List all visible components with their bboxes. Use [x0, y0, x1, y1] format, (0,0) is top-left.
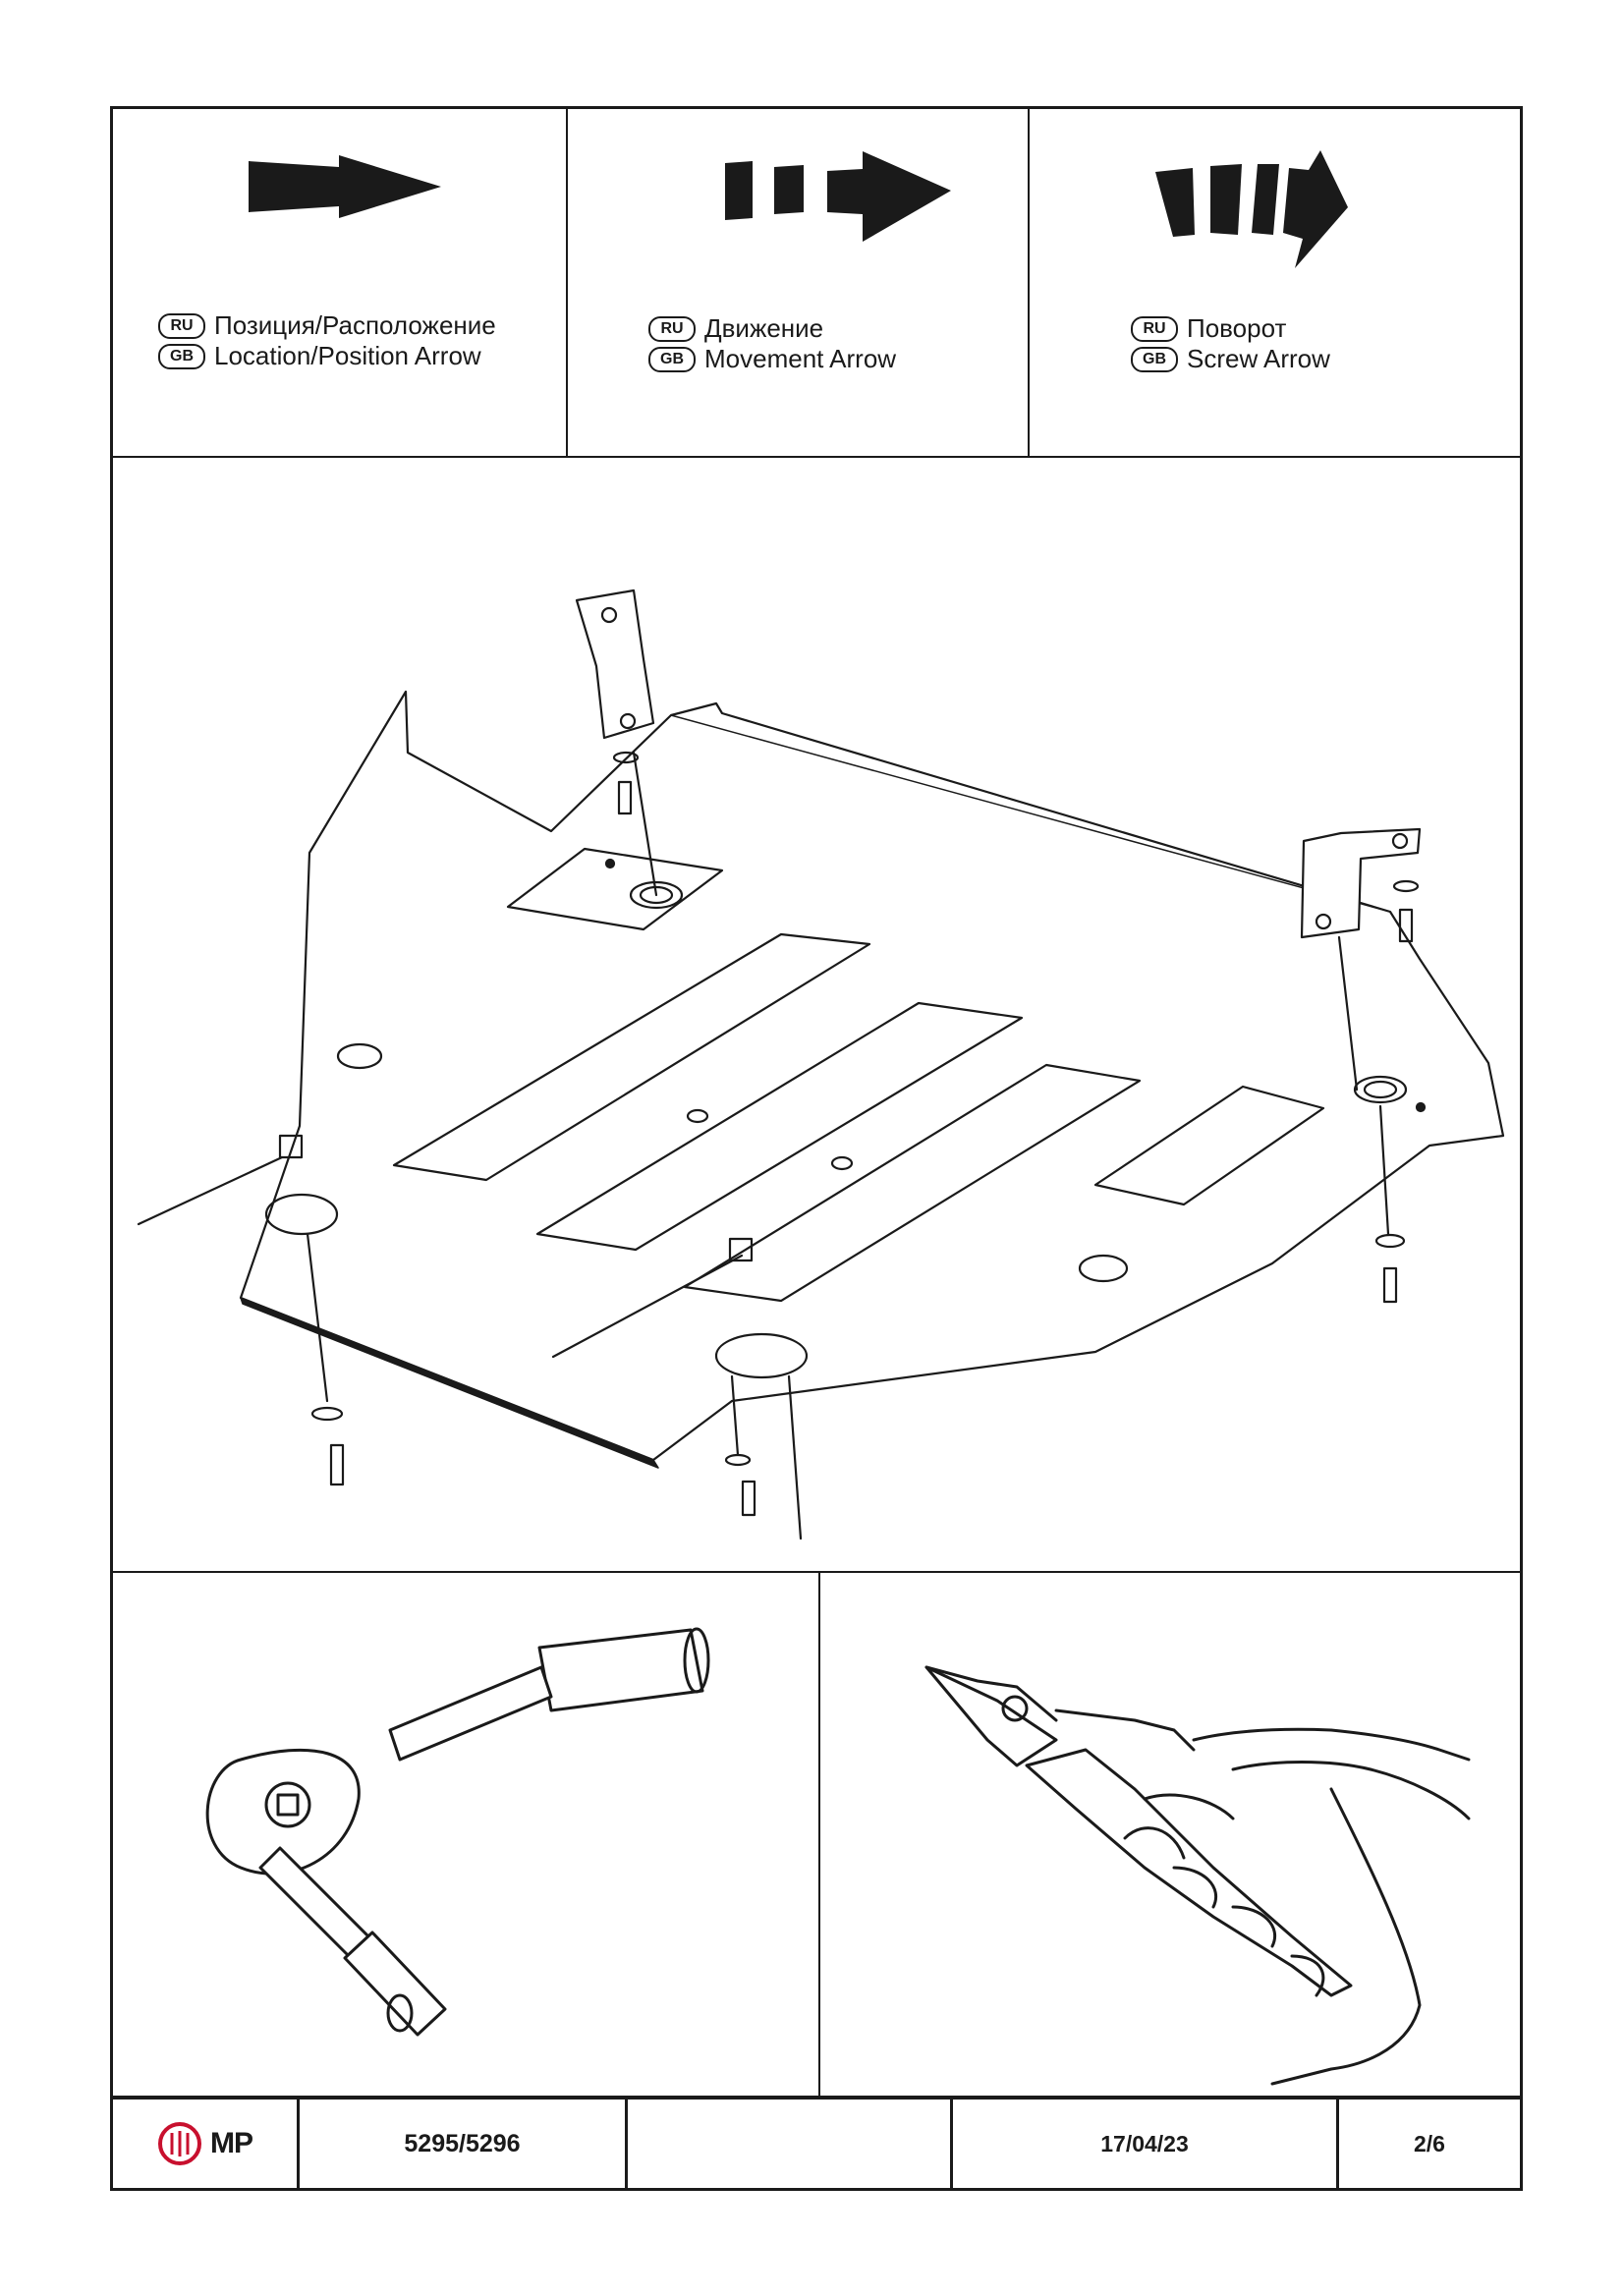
ru-badge: RU: [158, 312, 205, 339]
instruction-sheet: RU Позиция/Расположение GB Location/Positi…: [110, 106, 1523, 2191]
legend-gb-text: Movement Arrow: [704, 344, 897, 373]
slot-5: [1093, 1085, 1325, 1206]
date-field: 17/04/23: [953, 2100, 1339, 2188]
ratchet-wrench-icon: [205, 1627, 710, 2037]
logo-cell: MP: [113, 2100, 300, 2188]
slot-4: [683, 1063, 1142, 1303]
legend-ru-text: Движение: [704, 313, 824, 343]
skid-plate-outline: [239, 690, 1505, 1462]
right-bracket: [1300, 827, 1422, 939]
movement-arrow-icon: [725, 151, 951, 242]
screw-arrow-icon: [1155, 150, 1348, 268]
cable-tie-left: [137, 1155, 284, 1226]
slot-2: [392, 932, 871, 1182]
legend-ru-text: Позиция/Расположение: [214, 310, 496, 340]
legend-movement: RU Движение GB Movement Arrow: [568, 109, 1030, 456]
assembly-diagram-panel: [113, 458, 1520, 1573]
gb-badge: GB: [648, 346, 696, 372]
ratchet-tool-cell: [113, 1573, 820, 2096]
legend-ru-text: Поворот: [1187, 313, 1287, 343]
slot-3: [535, 1001, 1024, 1252]
skid-plate-assembly-diagram: [137, 588, 1505, 1540]
legend-gb-text: Location/Position Arrow: [214, 341, 481, 370]
wire-cutter-pliers-icon: [924, 1665, 1471, 2086]
ru-badge: RU: [648, 315, 696, 342]
arrow-legend: RU Позиция/Расположение GB Location/Positi…: [113, 109, 1520, 458]
gb-badge: GB: [1131, 346, 1178, 372]
logo-text: MP: [210, 2127, 253, 2159]
part-number: 5295/5296: [300, 2100, 628, 2188]
page-number: 2/6: [1414, 2130, 1445, 2156]
legend-gb-text: Screw Arrow: [1187, 344, 1330, 373]
ru-badge: RU: [1131, 315, 1178, 342]
cable-tie-right: [551, 1254, 744, 1359]
gb-badge: GB: [158, 343, 205, 369]
slot-1: [506, 847, 724, 931]
title-block: MP 5295/5296 17/04/23 2/6: [113, 2100, 1520, 2188]
legend-location: RU Позиция/Расположение GB Location/Positi…: [113, 109, 568, 456]
blank-field: [628, 2100, 953, 2188]
location-arrow-icon: [249, 155, 441, 218]
mp-logo-icon: [158, 2122, 201, 2165]
legend-screw: RU Поворот GB Screw Arrow: [1030, 109, 1520, 456]
top-bracket: [575, 588, 655, 740]
tools-panel: [113, 1573, 1520, 2100]
cutter-tool-cell: [820, 1573, 1520, 2096]
